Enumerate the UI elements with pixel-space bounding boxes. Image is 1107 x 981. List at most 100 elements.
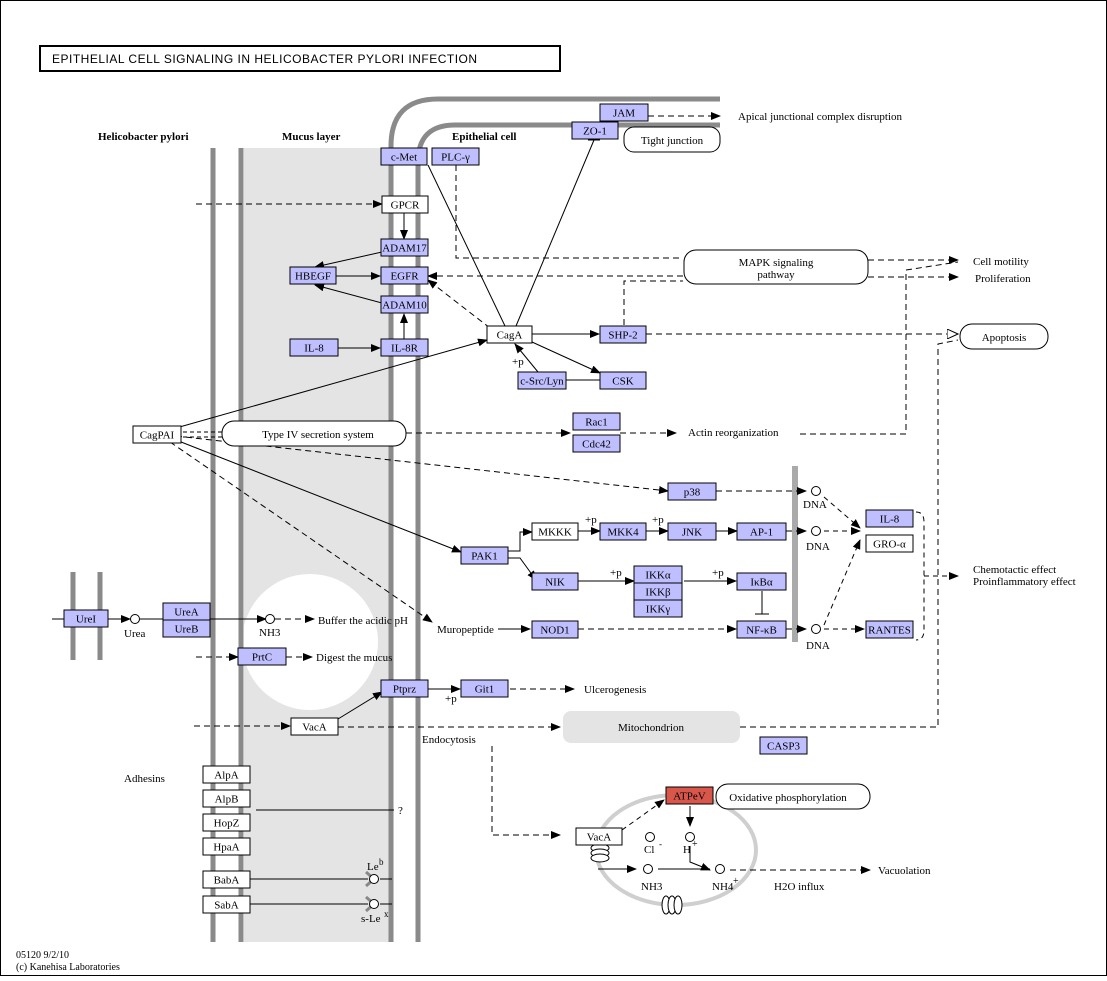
node-plcy[interactable]: PLC-γ — [431, 147, 480, 166]
node-gpcr[interactable]: GPCR — [381, 195, 429, 214]
node-casp3[interactable]: CASP3 — [759, 736, 808, 755]
node-box-jnk[interactable] — [667, 522, 717, 541]
node-mkkk[interactable]: MKKK — [531, 522, 579, 541]
node-box-p38[interactable] — [667, 482, 717, 501]
node-box-prtc[interactable] — [237, 647, 287, 666]
node-csrc[interactable]: c-Src/Lyn — [517, 371, 567, 390]
node-cmet[interactable]: c-Met — [380, 147, 428, 166]
node-urea_gene[interactable]: UreA — [162, 602, 211, 621]
node-box-rac1[interactable] — [572, 412, 621, 431]
map-oxphos[interactable] — [715, 783, 871, 810]
node-vaca1[interactable]: VacA — [290, 717, 339, 736]
node-hpaa[interactable]: HpaA — [202, 837, 251, 856]
node-box-cmet[interactable] — [380, 147, 428, 166]
node-hopz[interactable]: HopZ — [202, 813, 251, 832]
node-alpa[interactable]: AlpA — [202, 765, 251, 784]
node-ptprz[interactable]: Ptprz — [380, 679, 429, 698]
node-il8out[interactable]: IL-8 — [865, 509, 914, 528]
node-box-alpb[interactable] — [202, 789, 251, 808]
node-saba[interactable]: SabA — [202, 895, 251, 914]
node-box-ikkg[interactable] — [633, 599, 683, 618]
node-cagpai[interactable]: CagPAI — [132, 425, 182, 444]
node-box-nik[interactable] — [531, 572, 579, 591]
node-il8[interactable]: IL-8 — [289, 338, 339, 357]
node-box-vaca2[interactable] — [575, 827, 623, 846]
node-ikkb[interactable]: IKKβ — [633, 582, 683, 601]
node-box-csk[interactable] — [599, 371, 647, 390]
node-box-vaca1[interactable] — [290, 717, 339, 736]
node-alpb[interactable]: AlpB — [202, 789, 251, 808]
node-box-gpcr[interactable] — [381, 195, 429, 214]
node-egfr[interactable]: EGFR — [380, 266, 429, 285]
node-box-saba[interactable] — [202, 895, 251, 914]
map-mapk[interactable] — [683, 249, 869, 285]
node-pak1[interactable]: PAK1 — [460, 546, 509, 565]
node-ikka[interactable]: IKKα — [633, 565, 683, 584]
node-box-caga[interactable] — [486, 325, 533, 344]
node-box-shp2[interactable] — [599, 325, 647, 344]
node-box-git1[interactable] — [460, 679, 509, 698]
node-ureb[interactable]: UreB — [162, 619, 211, 638]
map-t4ss[interactable] — [221, 420, 407, 447]
map-apoptosis[interactable] — [959, 323, 1049, 350]
node-box-cdc42[interactable] — [572, 434, 621, 453]
node-box-il8r[interactable] — [380, 338, 429, 357]
node-box-mkk4[interactable] — [599, 522, 647, 541]
node-cdc42[interactable]: Cdc42 — [572, 434, 621, 453]
node-zo1[interactable]: ZO-1 — [571, 121, 619, 140]
node-rac1[interactable]: Rac1 — [572, 412, 621, 431]
node-box-casp3[interactable] — [759, 736, 808, 755]
node-box-alpa[interactable] — [202, 765, 251, 784]
node-box-jam[interactable] — [599, 103, 649, 122]
node-nfkb[interactable]: NF-κB — [736, 620, 787, 639]
node-box-adam17[interactable] — [380, 238, 429, 257]
node-box-zo1[interactable] — [571, 121, 619, 140]
node-ap1[interactable]: AP-1 — [736, 522, 787, 541]
node-box-il8[interactable] — [289, 338, 339, 357]
node-rantes[interactable]: RANTES — [865, 620, 914, 639]
node-caga[interactable]: CagA — [486, 325, 533, 344]
node-box-groa[interactable] — [865, 534, 914, 553]
node-il8r[interactable]: IL-8R — [380, 338, 429, 357]
node-ikba[interactable]: IκBα — [736, 572, 787, 591]
node-prtc[interactable]: PrtC — [237, 647, 287, 666]
node-box-egfr[interactable] — [380, 266, 429, 285]
mitochondrion-map[interactable] — [563, 711, 740, 743]
node-box-nfkb[interactable] — [736, 620, 787, 639]
node-box-pak1[interactable] — [460, 546, 509, 565]
node-box-il8out[interactable] — [865, 509, 914, 528]
node-jnk[interactable]: JNK — [667, 522, 717, 541]
node-urei[interactable]: UreI — [63, 609, 109, 628]
node-box-csrc[interactable] — [517, 371, 567, 390]
node-box-ikba[interactable] — [736, 572, 787, 591]
node-box-plcy[interactable] — [431, 147, 480, 166]
node-shp2[interactable]: SHP-2 — [599, 325, 647, 344]
node-box-adam10[interactable] — [380, 295, 429, 314]
node-box-ptprz[interactable] — [380, 679, 429, 698]
node-baba[interactable]: BabA — [202, 870, 251, 889]
node-nod1[interactable]: NOD1 — [531, 620, 579, 639]
node-box-nod1[interactable] — [531, 620, 579, 639]
node-jam[interactable]: JAM — [599, 103, 649, 122]
node-adam10[interactable]: ADAM10 — [380, 295, 429, 314]
node-p38[interactable]: p38 — [667, 482, 717, 501]
node-box-ureb[interactable] — [162, 619, 211, 638]
node-box-atpev[interactable] — [665, 786, 714, 805]
node-atpev[interactable]: ATPeV — [665, 786, 714, 805]
node-box-hbegf[interactable] — [289, 266, 337, 285]
node-csk[interactable]: CSK — [599, 371, 647, 390]
node-nik[interactable]: NIK — [531, 572, 579, 591]
node-box-baba[interactable] — [202, 870, 251, 889]
node-git1[interactable]: Git1 — [460, 679, 509, 698]
node-ikkg[interactable]: IKKγ — [633, 599, 683, 618]
node-box-mkkk[interactable] — [531, 522, 579, 541]
map-tight-junction[interactable] — [623, 126, 721, 153]
node-box-ap1[interactable] — [736, 522, 787, 541]
node-groa[interactable]: GRO-α — [865, 534, 914, 553]
node-box-hopz[interactable] — [202, 813, 251, 832]
node-box-rantes[interactable] — [865, 620, 914, 639]
node-box-cagpai[interactable] — [132, 425, 182, 444]
node-hbegf[interactable]: HBEGF — [289, 266, 337, 285]
node-box-hpaa[interactable] — [202, 837, 251, 856]
node-mkk4[interactable]: MKK4 — [599, 522, 647, 541]
